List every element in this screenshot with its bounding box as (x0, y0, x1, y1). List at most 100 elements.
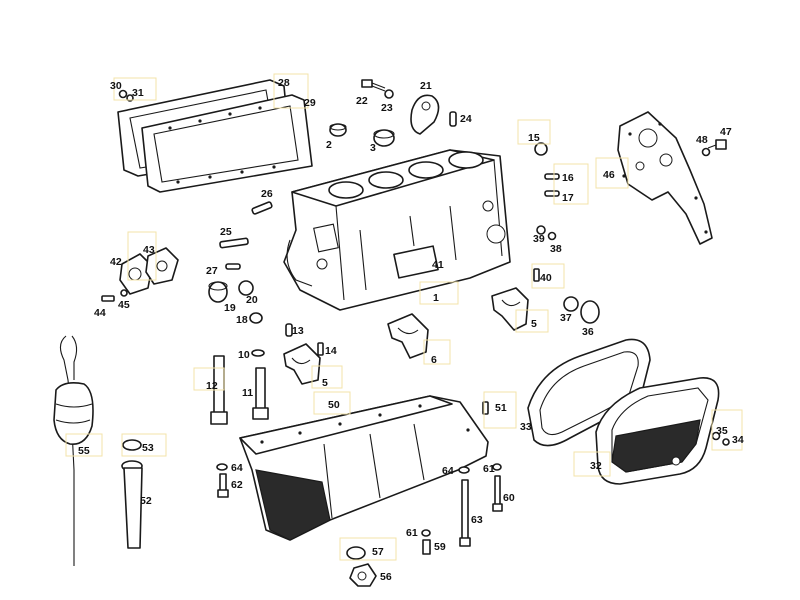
screw-60 (492, 475, 503, 512)
lower-oil-pan-32 (595, 377, 720, 485)
label-61a: 61 (406, 527, 418, 539)
bolt-44 (101, 295, 115, 302)
label-23: 23 (381, 102, 393, 114)
label-10: 10 (238, 349, 250, 361)
timing-cover-46 (617, 111, 713, 245)
label-24: 24 (460, 113, 472, 125)
seal-ring-15 (534, 142, 548, 156)
oil-pan-50 (239, 395, 489, 541)
engine-block (283, 149, 511, 311)
label-39: 39 (533, 233, 545, 245)
label-30: 30 (110, 80, 122, 92)
label-62: 62 (231, 479, 243, 491)
label-27: 27 (206, 265, 218, 277)
plug-2 (329, 123, 347, 137)
label-14: 14 (325, 345, 337, 357)
stud-26 (251, 201, 273, 215)
plug-3 (373, 129, 395, 147)
label-60: 60 (503, 492, 515, 504)
label-64b: 64 (442, 465, 454, 477)
dowel-16 (544, 173, 560, 180)
label-29: 29 (304, 97, 316, 109)
label-53: 53 (142, 442, 154, 454)
plug-36 (580, 300, 600, 324)
pin-27 (225, 263, 241, 270)
label-boxes (65, 73, 743, 561)
bracket-21 (410, 94, 440, 135)
ring-20 (238, 280, 254, 296)
bolt-11 (252, 367, 269, 420)
label-15: 15 (528, 132, 540, 144)
label-3: 3 (370, 142, 376, 154)
label-44: 44 (94, 307, 106, 319)
seal-53 (122, 439, 142, 451)
label-63: 63 (471, 514, 483, 526)
gasket-33 (527, 338, 651, 447)
washer-48 (701, 147, 711, 157)
plug-18 (249, 312, 263, 324)
pin-14 (317, 342, 324, 356)
pin-40 (533, 268, 540, 282)
label-34: 34 (732, 434, 744, 446)
label-64a: 64 (231, 462, 243, 474)
guide-tube-52 (121, 460, 143, 549)
label-1: 1 (433, 292, 439, 304)
bolt-63 (459, 479, 471, 547)
label-50: 50 (328, 399, 340, 411)
label-52: 52 (140, 495, 152, 507)
bolt-22 (361, 79, 386, 92)
label-45: 45 (118, 299, 130, 311)
label-43: 43 (143, 244, 155, 256)
label-20: 20 (246, 294, 258, 306)
label-25: 25 (220, 226, 232, 238)
label-13: 13 (292, 325, 304, 337)
dowel-13 (285, 323, 293, 337)
plug-19 (208, 281, 228, 303)
label-17: 17 (562, 192, 574, 204)
label-12: 12 (206, 380, 218, 392)
label-37: 37 (560, 312, 572, 324)
washer-61b (421, 529, 431, 537)
drain-plug-56 (349, 563, 377, 587)
screw-38 (547, 231, 557, 241)
label-46: 46 (603, 169, 615, 181)
pin-24 (449, 111, 457, 127)
washer-64b (458, 466, 470, 474)
seal-57 (346, 546, 366, 560)
main-bearing-cap-5-lower (283, 343, 321, 385)
label-47: 47 (720, 126, 732, 138)
seal-37 (563, 296, 579, 312)
screw-30 (118, 89, 134, 102)
bolt-47 (707, 139, 727, 150)
label-16: 16 (562, 172, 574, 184)
label-59: 59 (434, 541, 446, 553)
label-22: 22 (356, 95, 368, 107)
part-number-labels: 1 2 3 5 5 6 10 11 12 13 14 15 16 17 18 1… (78, 77, 744, 583)
dowel-17 (544, 190, 560, 197)
plug-39 (536, 225, 546, 235)
side-cover-gasket (141, 94, 313, 193)
washer-34 (722, 438, 730, 446)
washer-10 (251, 349, 265, 357)
label-36: 36 (582, 326, 594, 338)
label-21: 21 (420, 80, 432, 92)
label-6: 6 (431, 354, 437, 366)
label-2: 2 (326, 139, 332, 151)
label-41: 41 (432, 259, 444, 271)
main-bearing-cap-6 (387, 313, 429, 359)
label-5b: 5 (322, 377, 328, 389)
washer-23 (384, 89, 394, 99)
label-33: 33 (520, 421, 532, 433)
label-11: 11 (242, 387, 253, 399)
washer-64a (216, 463, 228, 471)
label-57: 57 (372, 546, 384, 558)
washer-45 (120, 289, 128, 297)
label-51: 51 (495, 402, 507, 414)
dipstick-55 (53, 335, 94, 566)
label-28: 28 (278, 77, 290, 89)
label-5a: 5 (531, 318, 537, 330)
label-61b: 61 (483, 463, 495, 475)
label-38: 38 (550, 243, 562, 255)
label-42: 42 (110, 256, 122, 268)
